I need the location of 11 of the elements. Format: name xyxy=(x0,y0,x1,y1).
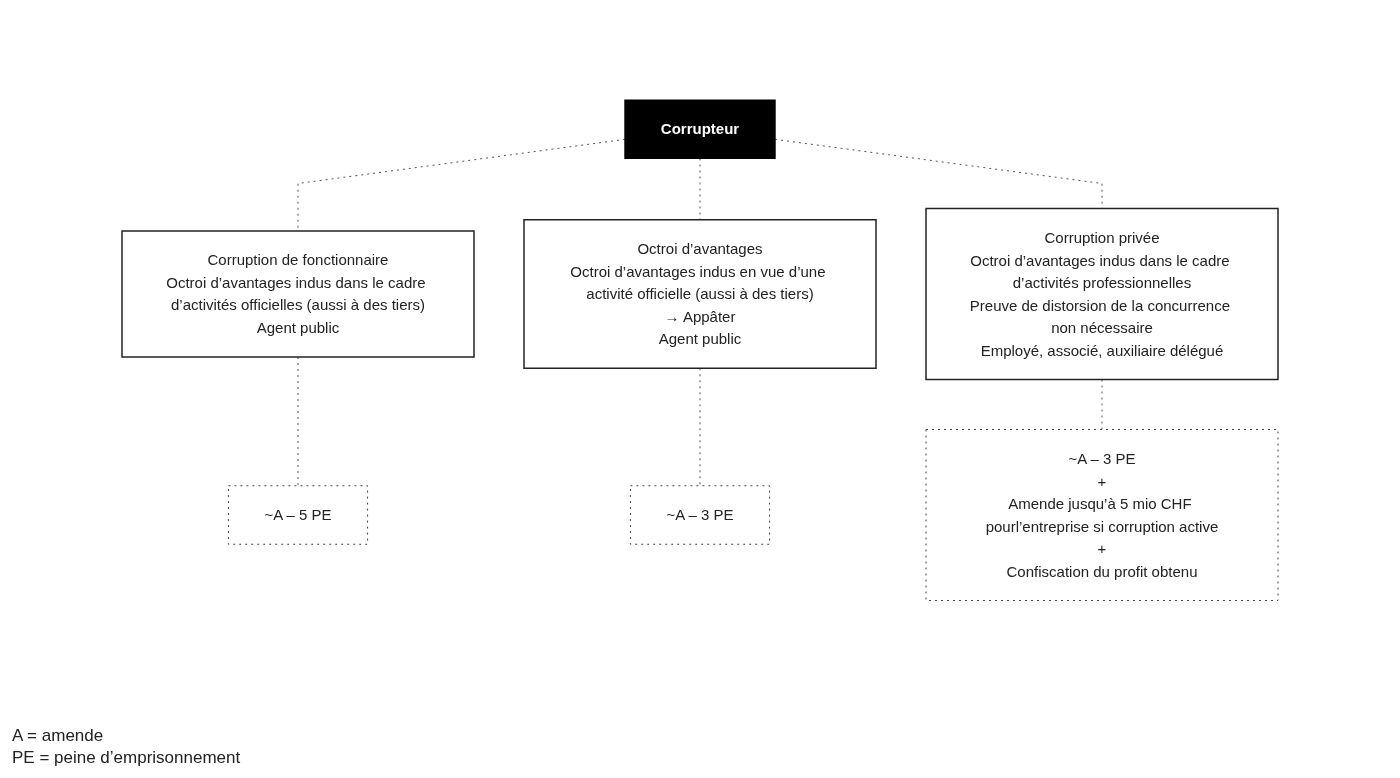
legend-note: A = amende xyxy=(12,726,105,746)
connector xyxy=(297,356,299,486)
legend-note: PE = peine d’emprisonnement xyxy=(12,748,241,768)
connector xyxy=(699,367,701,486)
node-box: Corruption de fonctionnaire Octroi d’avantages indus dans le cadre d’activités officielles (aussi à des tiers) Agent public xyxy=(121,230,475,358)
node-box: ~A – 3 PE xyxy=(629,485,771,545)
node-box: Corrupteur xyxy=(624,99,776,159)
node-box: ~A – 5 PE xyxy=(227,485,369,545)
node-box: Corruption privée Octroi d’avantages indus dans le cadre d’activités professionnelles Preuve de distorsion de la concurrence non nécessaire Employé, associé, auxiliaire délégué xyxy=(925,207,1279,380)
connector xyxy=(1101,378,1103,430)
node-box: Octroi d’avantages Octroi d’avantages indus en vue d’une activité officielle (aussi à des tiers) → Appâter Agent public xyxy=(523,218,877,369)
